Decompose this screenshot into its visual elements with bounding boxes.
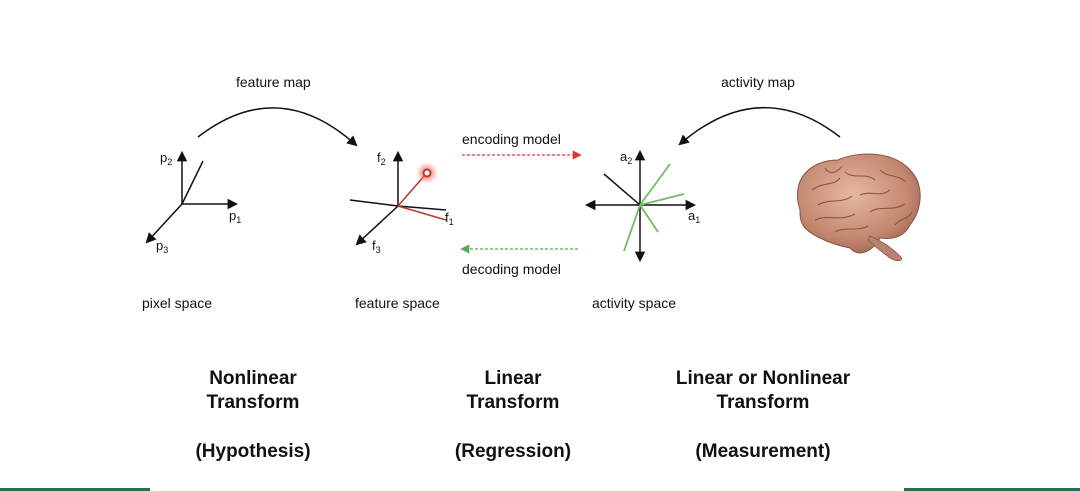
pixel-space-caption: pixel space: [142, 295, 213, 311]
encoding-model-label: encoding model: [462, 131, 561, 147]
measurement-label: (Measurement): [695, 441, 831, 462]
bottom-edge-left: [0, 488, 150, 491]
axis-label-f1: f1: [445, 210, 454, 227]
brain-illustration: [796, 153, 921, 262]
activity-space-caption: activity space: [592, 295, 677, 311]
decoding-model-label: decoding model: [462, 261, 561, 277]
nonlinear-transform-heading: Nonlinear Transform: [206, 368, 300, 413]
red-dot-marker: [416, 162, 438, 184]
axis-label-p1: p1: [229, 208, 242, 225]
activity-vectors: [623, 163, 685, 252]
regression-label: (Regression): [454, 441, 572, 462]
axis-label-p3: p3: [156, 238, 169, 255]
feature-vector-2: [397, 205, 447, 221]
pixel-space-axes: [145, 150, 239, 244]
axis-label-p2: p2: [160, 150, 173, 167]
feature-map-label: feature map: [236, 74, 311, 90]
axis-label-a2: a2: [620, 149, 633, 166]
axis-label-f2: f2: [377, 150, 386, 167]
feature-space-axes: [349, 150, 447, 246]
bottom-edge-right: [904, 488, 1080, 491]
activity-space-axes: [584, 149, 697, 263]
feature-map-arc: [197, 107, 358, 147]
axis-label-a1: a1: [688, 208, 701, 225]
activity-map-arc: [678, 107, 841, 146]
linear-or-nonlinear-transform-heading: Linear or Nonlinear Transform: [675, 368, 851, 413]
linear-transform-heading: Linear Transform: [466, 368, 560, 413]
axis-label-f3: f3: [372, 238, 381, 255]
feature-space-caption: feature space: [355, 295, 440, 311]
hypothesis-label: (Hypothesis): [195, 441, 311, 462]
activity-map-label: activity map: [721, 74, 795, 90]
